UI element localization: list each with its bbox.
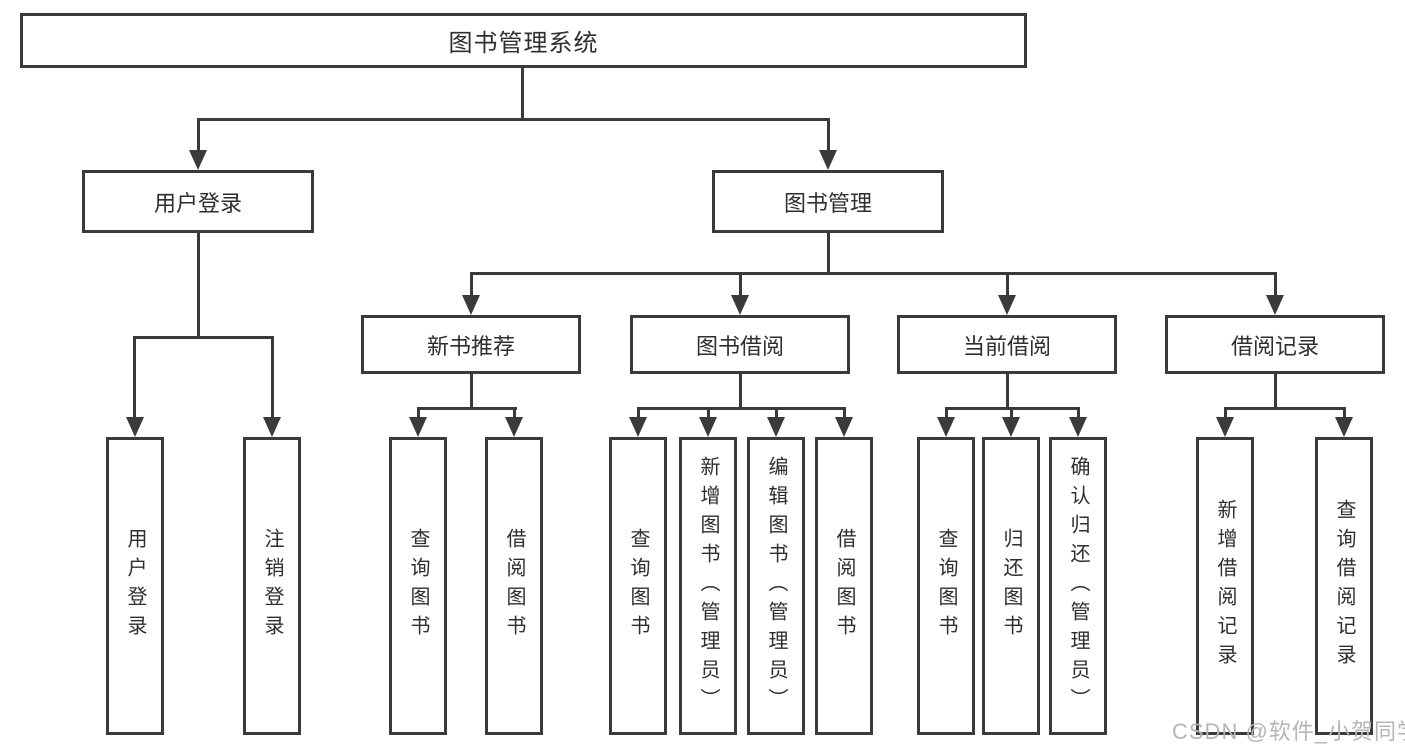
node-user-login-label: 用户登录 (153, 190, 242, 216)
node-current-borrowing-label: 当前借阅 (962, 333, 1051, 359)
arrowhead-down (819, 150, 837, 170)
arrowhead-down (767, 417, 785, 437)
node-new-book-recommend-label: 新书推荐 (426, 333, 515, 359)
leaf-query-borrow-record: 查询借阅记录 (1315, 437, 1373, 735)
leaf-logout-label: 注销登录 (261, 528, 283, 644)
leaf-user-login-label: 用户登录 (124, 528, 146, 644)
leaf-add-borrow-record-label: 新增借阅记录 (1214, 499, 1236, 673)
leaf-query-books-recommend-label: 查询图书 (407, 528, 429, 644)
connector-line (775, 407, 778, 420)
arrowhead-down (731, 295, 749, 315)
connector-line (637, 407, 640, 420)
leaf-confirm-return-admin-label: 确认归还（管理员） (1067, 455, 1089, 717)
connector-line (1010, 407, 1013, 420)
leaf-borrow-books-recommend: 借阅图书 (485, 437, 543, 735)
leaf-edit-book-admin: 编辑图书（管理员） (747, 437, 805, 735)
arrowhead-down (1216, 417, 1234, 437)
leaf-return-books: 归还图书 (982, 437, 1040, 735)
connector-line (945, 407, 948, 420)
leaf-query-books-borrowing-label: 查询图书 (627, 528, 649, 644)
connector-line (197, 118, 830, 121)
leaf-borrow-books-recommend-label: 借阅图书 (503, 528, 525, 644)
connector-line (1274, 374, 1277, 407)
connector-line (739, 374, 742, 407)
connector-line (1006, 272, 1009, 298)
leaf-query-books-borrowing: 查询图书 (609, 437, 667, 735)
connector-line (1224, 407, 1227, 420)
leaf-logout: 注销登录 (243, 437, 301, 735)
node-borrowing-records: 借阅记录 (1165, 315, 1385, 374)
leaf-return-books-label: 归还图书 (1000, 528, 1022, 644)
connector-line (470, 272, 1277, 275)
arrowhead-down (462, 295, 480, 315)
node-book-management: 图书管理 (712, 170, 944, 233)
connector-line (513, 407, 516, 420)
connector-line (133, 336, 274, 339)
leaf-add-book-admin: 新增图书（管理员） (679, 437, 737, 735)
leaf-add-book-admin-label: 新增图书（管理员） (697, 455, 719, 717)
leaf-query-borrow-record-label: 查询借阅记录 (1333, 499, 1355, 673)
node-library-system: 图书管理系统 (20, 13, 1027, 68)
node-book-management-label: 图书管理 (783, 190, 872, 216)
arrowhead-down (629, 417, 647, 437)
csdn-watermark: CSDN @软件_小贺同学 (1172, 719, 1405, 744)
leaf-edit-book-admin-label: 编辑图书（管理员） (765, 455, 787, 717)
node-library-system-label: 图书管理系统 (448, 30, 599, 57)
connector-line (1006, 374, 1009, 407)
connector-line (827, 118, 830, 154)
arrowhead-down (263, 417, 281, 437)
node-user-login: 用户登录 (82, 170, 314, 233)
node-book-borrowing-label: 图书借阅 (695, 333, 784, 359)
connector-line (417, 407, 517, 410)
connector-line (1274, 272, 1277, 298)
arrowhead-down (835, 417, 853, 437)
connector-line (843, 407, 846, 420)
arrowhead-down (126, 417, 144, 437)
connector-line (1224, 407, 1346, 410)
arrowhead-down (699, 417, 717, 437)
leaf-query-books-current: 查询图书 (917, 437, 975, 735)
leaf-borrow-books-label: 借阅图书 (833, 528, 855, 644)
leaf-query-books-recommend: 查询图书 (389, 437, 447, 735)
leaf-user-login: 用户登录 (106, 437, 164, 735)
arrowhead-down (937, 417, 955, 437)
connector-line (470, 272, 473, 298)
connector-line (197, 118, 200, 154)
arrowhead-down (998, 295, 1016, 315)
node-borrowing-records-label: 借阅记录 (1230, 333, 1319, 359)
arrowhead-down (409, 417, 427, 437)
connector-line (470, 374, 473, 407)
connector-line (133, 336, 136, 421)
node-current-borrowing: 当前借阅 (897, 315, 1117, 374)
connector-line (521, 68, 524, 118)
connector-line (1077, 407, 1080, 420)
connector-line (271, 336, 274, 421)
arrowhead-down (1266, 295, 1284, 315)
node-book-borrowing: 图书借阅 (630, 315, 850, 374)
connector-line (1343, 407, 1346, 420)
leaf-add-borrow-record: 新增借阅记录 (1196, 437, 1254, 735)
leaf-query-books-current-label: 查询图书 (935, 528, 957, 644)
connector-line (197, 233, 200, 336)
arrowhead-down (1002, 417, 1020, 437)
leaf-borrow-books: 借阅图书 (815, 437, 873, 735)
connector-line (707, 407, 710, 420)
connector-line (827, 233, 830, 272)
connector-line (417, 407, 420, 420)
connector-line (739, 272, 742, 298)
connector-line (637, 407, 846, 410)
arrowhead-down (1069, 417, 1087, 437)
arrowhead-down (505, 417, 523, 437)
arrowhead-down (189, 150, 207, 170)
leaf-confirm-return-admin: 确认归还（管理员） (1049, 437, 1107, 735)
node-new-book-recommend: 新书推荐 (361, 315, 581, 374)
arrowhead-down (1335, 417, 1353, 437)
